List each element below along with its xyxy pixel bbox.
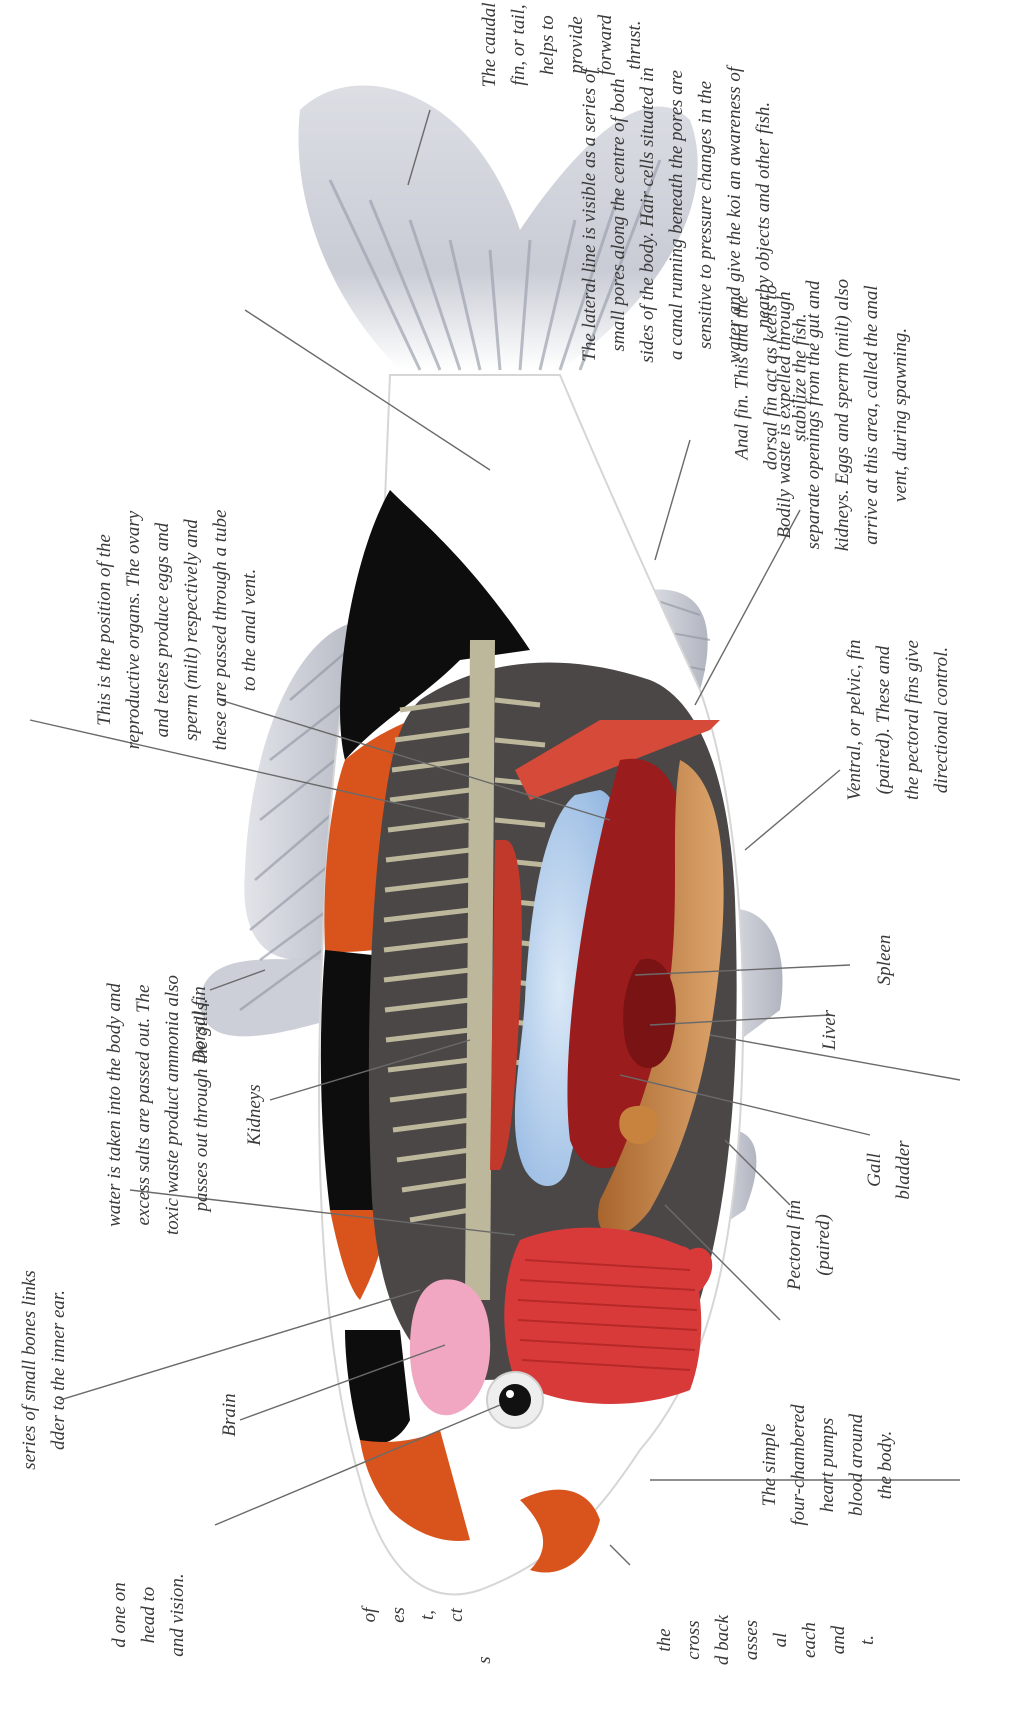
dorsal-fin-label: Dorsal fin	[185, 965, 215, 1085]
koi-anatomy-diagram: The caudal fin, or tail, helps to provid…	[0, 0, 1027, 1681]
liver-label: Liver	[815, 990, 845, 1070]
spleen-label: Spleen	[870, 915, 900, 1005]
brain-label: Brain	[215, 1365, 245, 1465]
gills-partial-label: the cross d back asses al each and t.	[650, 1560, 850, 1720]
kidneys-label: Kidneys	[240, 1060, 270, 1170]
gills	[504, 1228, 701, 1404]
gall-bladder-label: Gall bladder	[860, 1120, 920, 1220]
partial-label-c: of es t, ct	[355, 1555, 405, 1675]
eye-partial-label: d one on head to and vision.	[105, 1545, 195, 1685]
pectoral-fin-label: Pectoral fin (paired)	[780, 1175, 840, 1315]
reproductive-organs-label: This is the position of the reproductive…	[90, 420, 270, 840]
partial-label-d: s	[470, 1645, 500, 1675]
ventral-fin-label: Ventral, or pelvic, fin (paired). These …	[840, 560, 960, 880]
heart-label: The simple four-chambered heart pumps bl…	[755, 1365, 905, 1565]
weberian-ossicles-label: series of small bones links dder to the …	[15, 1230, 75, 1510]
eye	[487, 1372, 543, 1428]
